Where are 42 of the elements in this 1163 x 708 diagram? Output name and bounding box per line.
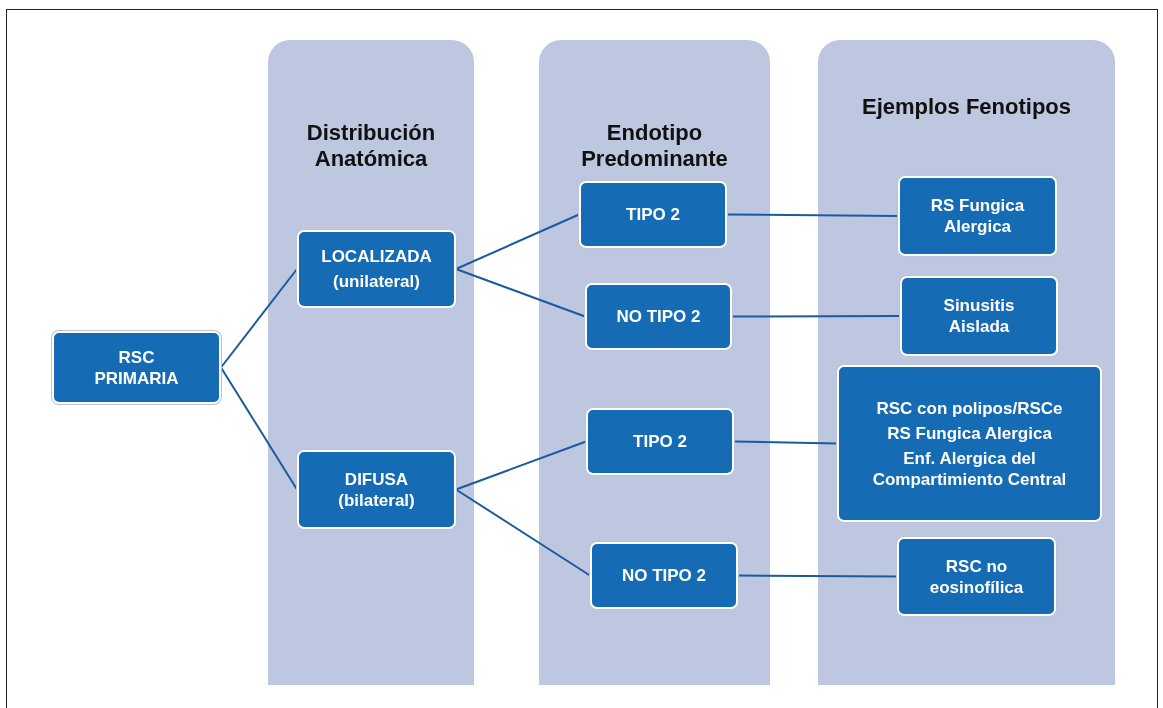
box-label: (unilateral) [333,271,420,292]
column-panel [268,40,474,685]
box-label: Sinusitis Aislada [942,295,1016,337]
process-box [898,176,1057,256]
connector-line [737,574,898,578]
process-box [837,365,1102,522]
process-box [897,537,1056,616]
box-label: TIPO 2 [633,431,687,452]
process-box [900,276,1058,356]
connector-line [733,440,838,445]
box-label: Enf. Alergica del Compartimiento Central [871,447,1068,490]
box-label: DIFUSA [344,468,409,490]
connector-line [726,213,899,217]
box-label: (bilateral) [338,489,415,511]
connector-line [731,315,901,318]
box-label: NO TIPO 2 [621,565,707,586]
connector-line [455,213,580,270]
connector-line [220,268,298,369]
box-label: RSC PRIMARIA [93,346,180,389]
box-label: RS Fungica Alergica [887,422,1052,444]
process-box [579,181,727,248]
process-box [297,450,456,529]
box-label: RSC con polipos/RSCe [876,397,1063,419]
process-box [585,283,732,350]
process-box [297,230,456,308]
connector-line [220,366,298,491]
box-label: NO TIPO 2 [616,306,701,327]
connector-line [455,488,591,577]
box-label: RS Fungica Alergica [929,195,1026,237]
column-heading: Ejemplos Fenotipos [861,94,1072,120]
column-panel [818,40,1115,685]
process-box [52,331,221,404]
box-label: LOCALIZADA [321,246,432,267]
connector-line [455,440,587,491]
column-heading: Distribución Anatómica [305,120,437,172]
connector-line [455,268,586,318]
column-panel [539,40,770,685]
process-box [586,408,734,475]
box-label: TIPO 2 [626,204,680,225]
process-box [590,542,738,609]
column-heading: Endotipo Predominante [580,120,729,172]
box-label: RSC no eosinofílica [928,555,1025,598]
